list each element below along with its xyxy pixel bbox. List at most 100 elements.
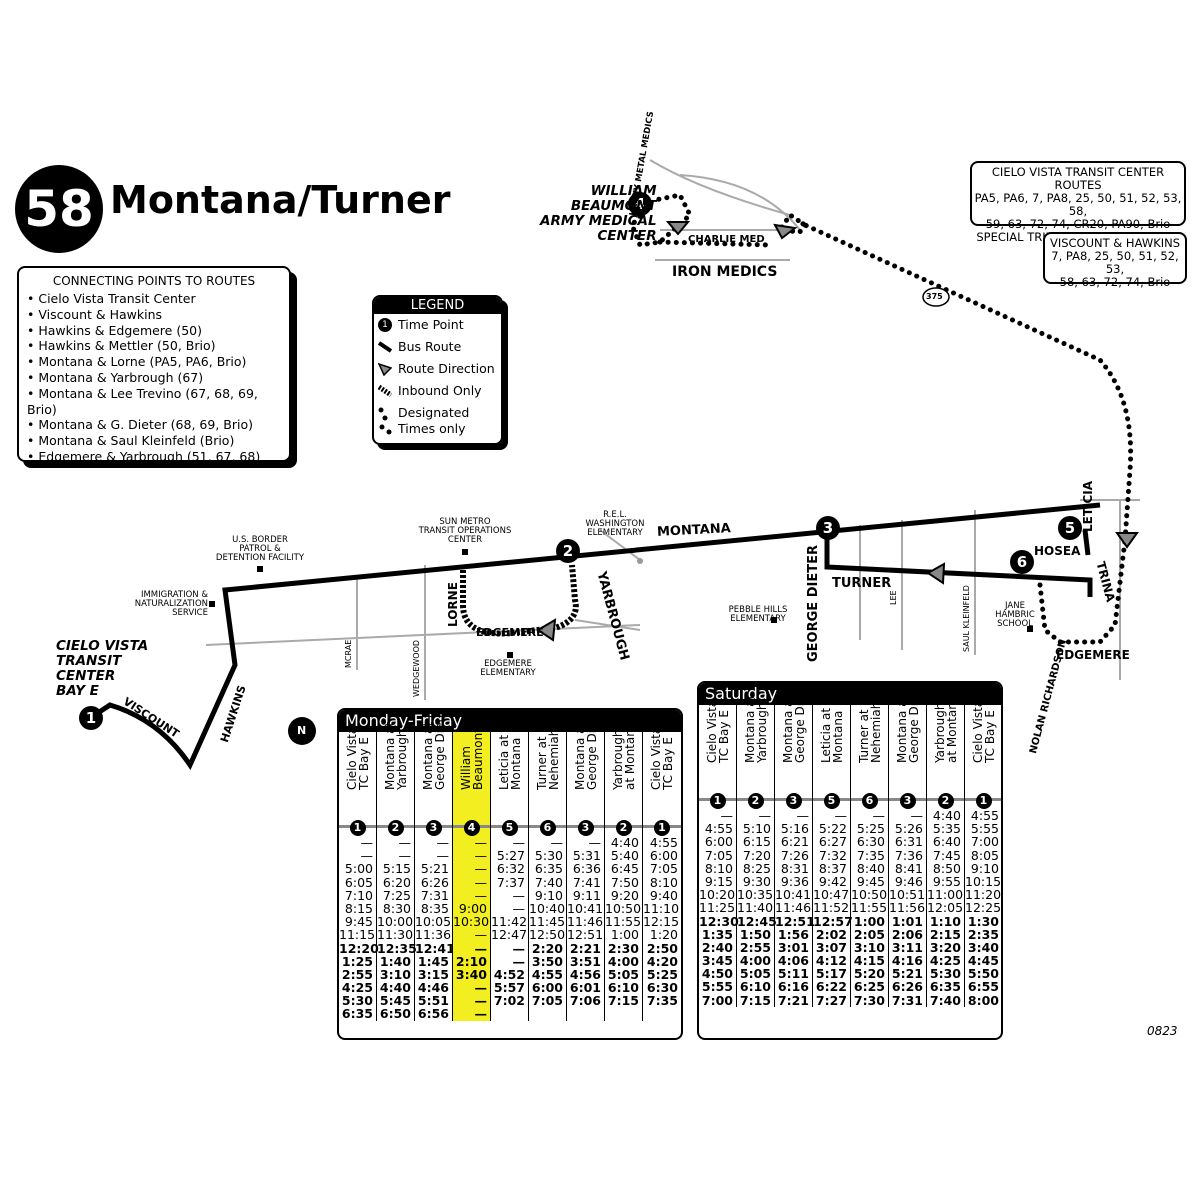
timepoint-badge: 2: [937, 793, 954, 809]
route-title: Montana/Turner: [110, 178, 451, 222]
column-header: Montana at Yarbrough: [377, 722, 414, 816]
timepoint-badge: 2: [615, 820, 632, 836]
list-item: Edgemere & Yarbrough (51, 67, 68): [27, 449, 289, 465]
column-header: Leticia at Montana: [813, 705, 850, 789]
time-cell: —: [758, 808, 772, 823]
timepoint-row: 1: [965, 789, 1001, 809]
legend-box: LEGEND 1 Time Point Bus Route Route Dire…: [372, 295, 503, 445]
time-cell: 5:17: [815, 966, 847, 982]
time-cell: 7:32: [818, 847, 847, 863]
column-header: Montana at George Dieter: [567, 710, 604, 816]
time-cell: 2:55: [739, 939, 771, 955]
time-cell: 5:05: [739, 966, 771, 982]
time-cell: —: [512, 835, 526, 850]
column-header-label: Turner at Nehemiah: [534, 728, 561, 790]
time-cell: 12:25: [965, 900, 1002, 916]
time-cell: 6:50: [379, 1006, 411, 1022]
time-cell: 10:40: [529, 900, 566, 916]
list-item: Montana & Saul Kleinfeld (Brio): [27, 433, 289, 449]
designated-times-icon: [378, 406, 392, 435]
time-cell: 9:45: [344, 914, 373, 930]
timepoint-3-map: 3: [816, 516, 840, 540]
time-cell: 8:41: [894, 860, 923, 876]
timepoint-row: 2: [605, 816, 642, 836]
landmark-markers: [209, 549, 1033, 658]
time-cell: 4:55: [704, 821, 733, 837]
time-cell: 12:30: [699, 913, 739, 929]
route-line-hosea: [1082, 529, 1091, 556]
time-cell: 6:55: [967, 979, 999, 995]
time-cell: 12:20: [339, 940, 379, 956]
time-cell: 4:06: [777, 953, 809, 969]
time-cell: 5:05: [607, 966, 639, 982]
column-header-label: Montana at George Dieter: [780, 681, 807, 763]
column-header: Cielo Vista TC Bay E: [643, 727, 681, 816]
time-cell: 5:15: [382, 861, 411, 877]
time-cell: —: [474, 848, 488, 864]
timepoint-row: 6: [529, 816, 566, 836]
time-cell: 12:05: [927, 900, 964, 916]
time-cell: 5:11: [777, 966, 809, 982]
time-cell: 10:41: [567, 900, 604, 916]
time-cell: 8:05: [970, 847, 999, 863]
list-item: Montana & Lee Trevino (67, 68, 69, Brio): [27, 386, 289, 418]
time-cell: 10:51: [889, 887, 926, 903]
time-cell: 1:40: [379, 953, 411, 969]
time-cell: 3:40: [455, 966, 487, 982]
legend-designated-times: Designated Times only: [374, 402, 501, 438]
time-cell: 5:30: [341, 993, 373, 1009]
time-cell: 6:27: [818, 834, 847, 850]
timepoint-row: 3: [415, 816, 452, 836]
time-cell: 5:27: [496, 848, 525, 864]
time-cell: 8:25: [742, 860, 771, 876]
list-item: Cielo Vista Transit Center: [27, 291, 289, 307]
time-cell: 4:40: [610, 835, 639, 850]
direction-arrow-edgemere: [536, 618, 557, 642]
time-cell: 6:26: [420, 874, 449, 890]
column-header: Yarbrough at Montana: [605, 722, 642, 816]
time-cell: 5:21: [891, 966, 923, 982]
time-cell: 1:25: [341, 953, 373, 969]
time-cell: —: [474, 874, 488, 890]
direction-arrow-turner: [926, 562, 946, 585]
time-cell: 2:05: [853, 926, 885, 942]
time-cell: 1:00: [853, 913, 885, 929]
time-cell: 9:10: [534, 887, 563, 903]
time-cell: 9:11: [572, 887, 601, 903]
time-cell: 1:56: [777, 926, 809, 942]
time-cell: —: [834, 808, 848, 823]
time-cell: 5:00: [344, 861, 373, 877]
time-cell: 6:25: [853, 979, 885, 995]
route-line-main: [88, 502, 1101, 771]
time-cell: —: [474, 835, 488, 850]
time-cell: 5:30: [929, 966, 961, 982]
time-cell: 6:01: [569, 980, 601, 996]
inbound-lorne-edgemere: [460, 564, 579, 637]
time-cell: 7:45: [932, 847, 961, 863]
time-cell: 6:35: [534, 861, 563, 877]
timepoint-badge: 6: [539, 820, 556, 836]
time-cell: 5:21: [420, 861, 449, 877]
wedgewood-street-label: WEDGEWOOD: [412, 639, 421, 697]
time-cell: 1:10: [929, 913, 961, 929]
print-code: 0823: [1147, 1024, 1178, 1038]
time-cell: 5:45: [379, 993, 411, 1009]
time-cell: 12:35: [377, 940, 417, 956]
cielo-routes-title: CIELO VISTA TRANSIT CENTER ROUTES: [991, 165, 1165, 192]
time-cell: —: [872, 808, 886, 823]
time-cell: 11:46: [567, 914, 604, 930]
timepoint-6-map: 6: [1010, 550, 1034, 574]
connecting-points-list: Cielo Vista Transit Center Viscount & Ha…: [19, 291, 289, 465]
time-cell: 5:22: [818, 821, 847, 837]
hwy-375-label: 375: [926, 292, 943, 301]
connecting-points-box: CONNECTING POINTS TO ROUTES Cielo Vista …: [17, 266, 291, 465]
column-header: Montana at George Dieter: [775, 683, 812, 789]
time-cell: 1:35: [701, 926, 733, 942]
